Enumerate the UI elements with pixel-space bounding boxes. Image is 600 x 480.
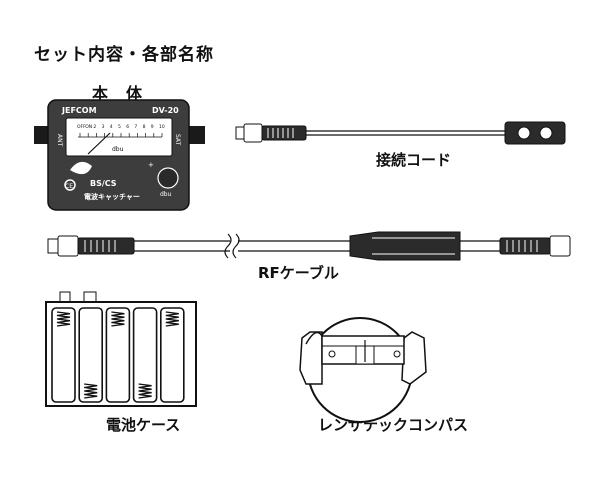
snap-terminal-2 [539, 126, 553, 140]
rf-cut-mark [224, 233, 240, 259]
rf-wire-right [460, 240, 500, 252]
rf-left-tip [47, 238, 59, 254]
signal-logo [70, 161, 92, 175]
battery-slot [51, 307, 76, 403]
batt-snap-right [83, 291, 97, 303]
battery-spring [111, 311, 125, 327]
knob-unit-label: dbu [160, 191, 172, 198]
compass-sight-left [299, 331, 323, 385]
product-name: 電波キャッチャー [84, 192, 140, 201]
band-label: BS/CS [90, 179, 117, 188]
ant-port-label: ANT [56, 134, 63, 147]
rf-wire-left [134, 240, 230, 252]
scale-label: 8 [143, 124, 146, 130]
cord-tip [235, 126, 245, 140]
battery-spring [165, 311, 179, 327]
compass-ring [305, 331, 323, 345]
lensatic-compass [299, 317, 427, 423]
rf-left-boot [77, 237, 135, 255]
sat-connector [189, 126, 205, 144]
page-title: セット内容・各部名称 [34, 45, 214, 65]
scale-label: ON [85, 124, 92, 130]
battery-slots [51, 307, 185, 403]
battery-case-label: 電池ケース [106, 416, 181, 434]
batt-snap-left [59, 291, 71, 303]
compass-housing [307, 317, 413, 423]
device-model: DV-20 [152, 106, 179, 115]
battery-case [45, 291, 197, 407]
cord-battery-snap [504, 121, 566, 145]
rf-left-nut [57, 235, 79, 257]
knob-plus-top: + [148, 161, 154, 169]
battery-spring [84, 383, 98, 399]
battery-slot [105, 307, 131, 403]
scale-label: 2 [93, 124, 96, 130]
rf-wire-mid [238, 240, 350, 252]
compass-hinge-right [401, 331, 427, 385]
cord-plug-boot [261, 125, 307, 141]
device-brand: JEFCOM [61, 106, 97, 115]
connection-cord-label: 接続コード [376, 151, 452, 169]
rf-cable-label: RFケーブル [258, 264, 339, 282]
scale-label: 3 [102, 124, 105, 130]
connection-cord [235, 121, 566, 145]
sat-port-label: SAT [174, 134, 181, 146]
rf-splitter [349, 231, 461, 261]
ant-connector [34, 126, 50, 144]
battery-slot [160, 307, 185, 403]
scale-label: 6 [126, 124, 129, 130]
ce-mark-ring [64, 179, 76, 191]
scale-label: 10 [159, 124, 165, 130]
ce-mark: CE [65, 183, 73, 190]
battery-spring [138, 383, 152, 399]
gain-knob[interactable] [157, 167, 179, 189]
battery-slot [78, 307, 103, 403]
meter-needle [87, 132, 111, 155]
scale-label: 4 [110, 124, 113, 130]
cord-wire [306, 130, 505, 136]
meter-unit-label: dbu [112, 146, 124, 153]
scale-label: 9 [151, 124, 154, 130]
scale-label: 7 [134, 124, 137, 130]
body-label: 本体 [92, 84, 161, 103]
battery-spring [56, 311, 71, 327]
snap-terminal-1 [517, 126, 531, 140]
scale-label: 5 [118, 124, 121, 130]
cord-plug-nut [243, 123, 263, 143]
rf-cable [47, 231, 571, 261]
rf-right-nut [549, 235, 571, 257]
battery-slot [132, 307, 158, 403]
scale-label: OFF [77, 124, 86, 130]
